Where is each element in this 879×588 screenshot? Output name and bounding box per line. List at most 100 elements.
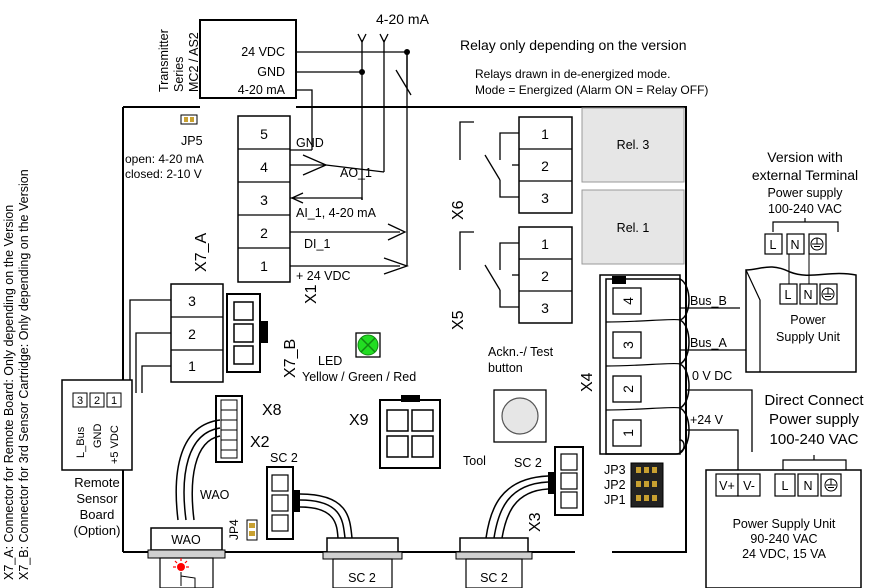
x2-sc-label: SC 2 bbox=[270, 451, 298, 465]
jp5-label: JP5 bbox=[181, 134, 203, 148]
x4-signal-bus-a: Bus_A bbox=[690, 336, 727, 350]
ext-supply-2: 100-240 VAC bbox=[768, 202, 842, 216]
x4-signal-0vdc: 0 V DC bbox=[692, 369, 732, 383]
ext-unit-terminal-n: N bbox=[803, 288, 812, 302]
alarm-lamp-icon bbox=[177, 563, 185, 571]
x7b-label: X7_B bbox=[282, 339, 299, 378]
x8-label: X8 bbox=[262, 402, 282, 419]
jp5-closed-note: closed: 2-10 V bbox=[125, 167, 202, 181]
remote-caption-2: Sensor bbox=[76, 491, 118, 506]
direct-title-1: Direct Connect bbox=[764, 392, 864, 409]
ext-supply-1: Power supply bbox=[767, 186, 843, 200]
direct-connect-supply: Direct Connect Power supply 100-240 VAC … bbox=[705, 392, 864, 588]
transmitter-wires bbox=[296, 33, 412, 215]
transmitter-terminal-4-20ma: 4-20 mA bbox=[238, 83, 286, 97]
transmitter-terminal-gnd: GND bbox=[257, 65, 285, 79]
bottom-sc2-right-label: SC 2 bbox=[480, 571, 508, 585]
ext-title-1: Version with bbox=[767, 149, 842, 165]
ground-icon bbox=[821, 287, 835, 301]
x2-connector: X2 SC 2 bbox=[250, 434, 353, 540]
relay-1-box bbox=[581, 189, 685, 265]
x5-pin-1: 1 bbox=[541, 236, 549, 252]
jp2-label: JP2 bbox=[604, 478, 626, 492]
remote-pin-2: 2 bbox=[94, 395, 100, 407]
x6-pin-1: 1 bbox=[541, 126, 549, 142]
x4-pin-1: 1 bbox=[620, 429, 636, 437]
direct-unit-1: Power Supply Unit bbox=[733, 517, 836, 531]
x1-wiring bbox=[290, 149, 409, 275]
x7a-connector: X7_A 3 2 1 bbox=[170, 233, 224, 383]
x9-connector: X9 bbox=[349, 395, 441, 469]
x5-pin-3: 3 bbox=[541, 300, 549, 316]
jp4-jumper: JP4 bbox=[227, 519, 258, 541]
x1-signal-gnd: GND bbox=[296, 136, 324, 150]
ackn-test-button[interactable]: Ackn.-/ Test button Tool bbox=[463, 345, 554, 468]
x1-signal-ao1: AO_1 bbox=[340, 166, 372, 180]
relay-note-line1: Relays drawn in de-energized mode. bbox=[475, 67, 670, 81]
ackn-label-2: button bbox=[488, 361, 523, 375]
x1-pin-5: 5 bbox=[260, 126, 268, 142]
x1-signal-ai1: AI_1, 4-20 mA bbox=[296, 206, 377, 220]
remote-pin-3: 3 bbox=[77, 395, 83, 407]
x4-pin-3: 3 bbox=[620, 341, 636, 349]
x1-pin-4: 4 bbox=[260, 159, 268, 175]
x4-signal-24v: +24 V bbox=[690, 413, 724, 427]
relay-3-label: Rel. 3 bbox=[617, 138, 650, 152]
transmitter: Transmitter Series MC2 / AS2 24 VDC GND … bbox=[157, 19, 297, 99]
direct-terminal-l: L bbox=[782, 479, 789, 493]
remote-sensor-board: 3 2 1 L_Bus GND +5 VDC Remote Sensor Boa… bbox=[61, 299, 171, 538]
x4-pin-4: 4 bbox=[620, 297, 636, 305]
x1-pin-3: 3 bbox=[260, 192, 268, 208]
ext-unit-1: Power bbox=[790, 313, 825, 327]
tool-label: Tool bbox=[463, 454, 486, 468]
relay-3-box bbox=[581, 107, 685, 183]
direct-terminal-vminus: V- bbox=[743, 479, 755, 493]
x1-signal-di1: DI_1 bbox=[304, 237, 330, 251]
x1-pin-1: 1 bbox=[260, 258, 268, 274]
x6-pin-3: 3 bbox=[541, 190, 549, 206]
bottom-sc2-left-connector: SC 2 bbox=[322, 537, 403, 588]
external-terminal-version: Version with external Terminal Power sup… bbox=[745, 149, 858, 373]
x3-connector: SC 2 X3 bbox=[485, 446, 584, 539]
x9-label: X9 bbox=[349, 412, 369, 429]
direct-title-2: Power supply bbox=[769, 411, 860, 428]
x4-terminal: X4 4 3 2 1 Bus_B Bus_A 0 V DC +24 V bbox=[579, 274, 732, 455]
x7b-connector: X7_B bbox=[226, 293, 299, 378]
transmitter-box bbox=[199, 19, 297, 99]
remote-caption-4: (Option) bbox=[74, 523, 121, 538]
led-label: LED bbox=[318, 354, 342, 368]
led-colors: Yellow / Green / Red bbox=[302, 370, 416, 384]
direct-unit-2: 90-240 VAC bbox=[750, 532, 817, 546]
jp5-jumper: JP5 open: 4-20 mA closed: 2-10 V bbox=[125, 114, 204, 181]
x6-pin-2: 2 bbox=[541, 158, 549, 174]
x4-signal-bus-b: Bus_B bbox=[690, 294, 727, 308]
x7a-pin-1: 1 bbox=[188, 358, 196, 374]
x6-relay-connector: 1 2 3 Rel. 3 X6 bbox=[450, 107, 685, 220]
x7a-pin-3: 3 bbox=[188, 293, 196, 309]
remote-caption-1: Remote bbox=[74, 475, 120, 490]
remote-signal-lbus: L_Bus bbox=[75, 426, 87, 458]
signal-label: 4-20 mA bbox=[376, 11, 430, 27]
direct-unit-3: 24 VDC, 15 VA bbox=[742, 547, 827, 561]
jp1-label: JP1 bbox=[604, 493, 626, 507]
ackn-label-1: Ackn.-/ Test bbox=[488, 345, 554, 359]
jp3-label: JP3 bbox=[604, 463, 626, 477]
pcb-outline bbox=[123, 106, 687, 553]
x8-cable-label: WAO bbox=[200, 488, 230, 502]
x3-sc-label: SC 2 bbox=[514, 456, 542, 470]
bottom-wao-label: WAO bbox=[171, 533, 201, 547]
status-led: LED Yellow / Green / Red bbox=[302, 332, 416, 384]
jp1-jp3-jumpers: JP3 JP2 JP1 bbox=[604, 462, 664, 508]
x1-pin-2: 2 bbox=[260, 225, 268, 241]
remote-signal-5vdc: +5 VDC bbox=[109, 425, 121, 464]
remote-pin-1: 1 bbox=[111, 395, 117, 407]
x5-relay-connector: 1 2 3 Rel. 1 X5 bbox=[450, 189, 685, 330]
x1-signal-24vdc: + 24 VDC bbox=[296, 269, 351, 283]
ext-terminal-l: L bbox=[770, 238, 777, 252]
transmitter-series: Series bbox=[172, 57, 186, 92]
bottom-sc2-left-label: SC 2 bbox=[348, 571, 376, 585]
bottom-sc2-right-connector: SC 2 bbox=[455, 537, 533, 588]
x3-label: X3 bbox=[527, 512, 544, 532]
